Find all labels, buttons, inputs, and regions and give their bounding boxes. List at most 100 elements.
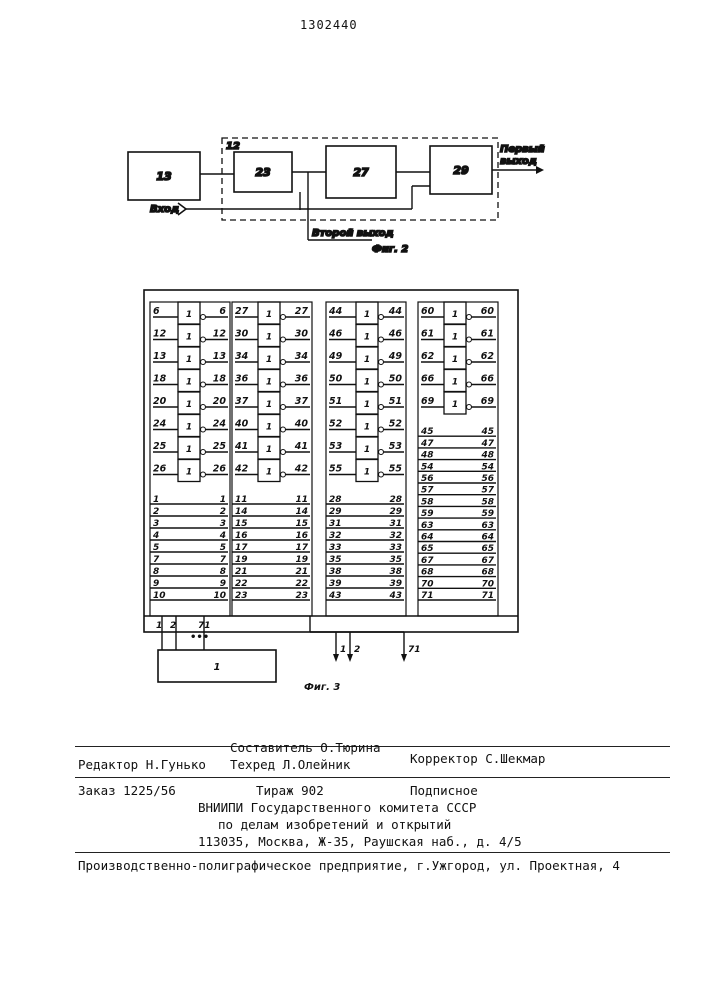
inverter-bubble [379,382,384,387]
organization-line-2: по делам изобретений и открытий [218,817,451,832]
inverter-out-label: 37 [295,396,309,407]
rule-bottom [75,852,670,853]
inverter-symbol: 1 [266,445,272,455]
out1-label-2: выход [500,156,537,167]
fig2-caption: Фиг. 2 [372,244,408,255]
inverter-out-label: 24 [213,419,227,430]
inverter-bubble [467,337,472,342]
inverter-in-label: 42 [234,464,249,475]
bus-out-arrow [401,654,407,662]
inverter-out-label: 27 [295,306,309,317]
inverter-bubble [281,360,286,365]
inverter-in-label: 41 [234,441,248,452]
bus-in-label: 1 [156,621,162,631]
inverter-out-label: 69 [481,396,495,407]
inverter-in-label: 50 [329,374,343,385]
inverter-out-label: 60 [481,306,495,317]
inverter-in-label: 30 [235,329,249,340]
inverter-out-label: 51 [389,396,402,407]
inverter-out-label: 62 [481,351,495,362]
subscription-note: Подписное [410,783,478,798]
bus-in-label: 71 [198,621,211,631]
inverter-out-label: 25 [213,441,227,452]
inverter-bubble [379,337,384,342]
inverter-in-label: 53 [329,441,343,452]
inverter-symbol: 1 [364,400,370,410]
block-12-label: 12 [226,141,240,152]
inverter-in-label: 55 [329,464,343,475]
block-1-label: 1 [214,662,221,673]
bus-out-label: 2 [354,645,360,655]
inverter-out-label: 36 [295,374,309,385]
inverter-out-label: 46 [388,329,403,340]
bus-out-arrow [333,654,339,662]
inverter-symbol: 1 [186,423,192,433]
inverter-out-label: 34 [295,351,309,362]
inverter-bubble [201,450,206,455]
editor-credit: Редактор Н.Гунько [78,757,206,772]
inverter-symbol: 1 [186,355,192,365]
inverter-symbol: 1 [364,423,370,433]
inverter-symbol: 1 [452,378,458,388]
inverter-in-label: 52 [329,419,343,430]
inverter-symbol: 1 [266,468,272,478]
inverter-out-label: 26 [213,464,227,475]
inverter-out-label: 30 [295,329,309,340]
bus-out-label: 71 [408,645,421,655]
inverter-bubble [467,360,472,365]
inverter-bubble [379,450,384,455]
inverter-symbol: 1 [266,333,272,343]
inverter-symbol: 1 [452,400,458,410]
inverter-in-label: 66 [421,374,435,385]
inverter-bubble [201,360,206,365]
inverter-symbol: 1 [364,355,370,365]
figures-svg: 1213232729ПервыйвыходВходВторой выходФиг… [0,0,707,720]
inverter-symbol: 1 [364,378,370,388]
inverter-in-label: 49 [328,351,343,362]
inverter-out-label: 50 [389,374,403,385]
inverter-bubble [281,315,286,320]
inverter-in-label: 26 [153,464,167,475]
inverter-out-label: 20 [213,396,227,407]
inverter-in-label: 69 [421,396,435,407]
inverter-symbol: 1 [186,310,192,320]
inverter-out-label: 42 [294,464,309,475]
inverter-symbol: 1 [186,378,192,388]
inverter-bubble [201,472,206,477]
inverter-in-label: 24 [153,419,167,430]
inverter-in-label: 60 [421,306,435,317]
inverter-in-label: 13 [153,351,167,362]
print-run: Тираж 902 [256,783,324,798]
inverter-out-label: 61 [481,329,494,340]
bus-out-arrow [347,654,353,662]
inverter-symbol: 1 [364,468,370,478]
inverter-out-label: 52 [389,419,403,430]
inverter-bubble [379,472,384,477]
figure-2: 1213232729ПервыйвыходВходВторой выходФиг… [128,138,545,255]
inverter-in-label: 27 [235,306,249,317]
fig3-column-2: 2712730130341343613637137401404114142142… [232,302,312,616]
inverter-bubble [467,315,472,320]
inverter-out-label: 55 [389,464,403,475]
bus-dots: ••• [190,632,209,643]
inverter-symbol: 1 [452,355,458,365]
rule-mid [75,777,670,778]
dashed-block-12 [222,138,498,220]
inverter-bubble [281,405,286,410]
out1-label-1: Первый [500,144,545,155]
input-chevron [178,203,186,215]
inverter-bubble [201,337,206,342]
organization-address: 113035, Москва, Ж-35, Раушская наб., д. … [198,834,522,849]
fig3-column-4: 6016061161621626616669169454547474848545… [418,302,498,616]
block-13-label: 13 [156,170,172,183]
inverter-in-label: 40 [234,419,249,430]
inverter-bubble [281,382,286,387]
inverter-in-label: 61 [421,329,434,340]
inverter-bubble [379,427,384,432]
inverter-symbol: 1 [266,310,272,320]
inverter-symbol: 1 [364,333,370,343]
out1-arrow [536,166,544,174]
inverter-symbol: 1 [186,468,192,478]
fig3-caption: Фиг. 3 [304,682,340,693]
inverter-bubble [281,427,286,432]
